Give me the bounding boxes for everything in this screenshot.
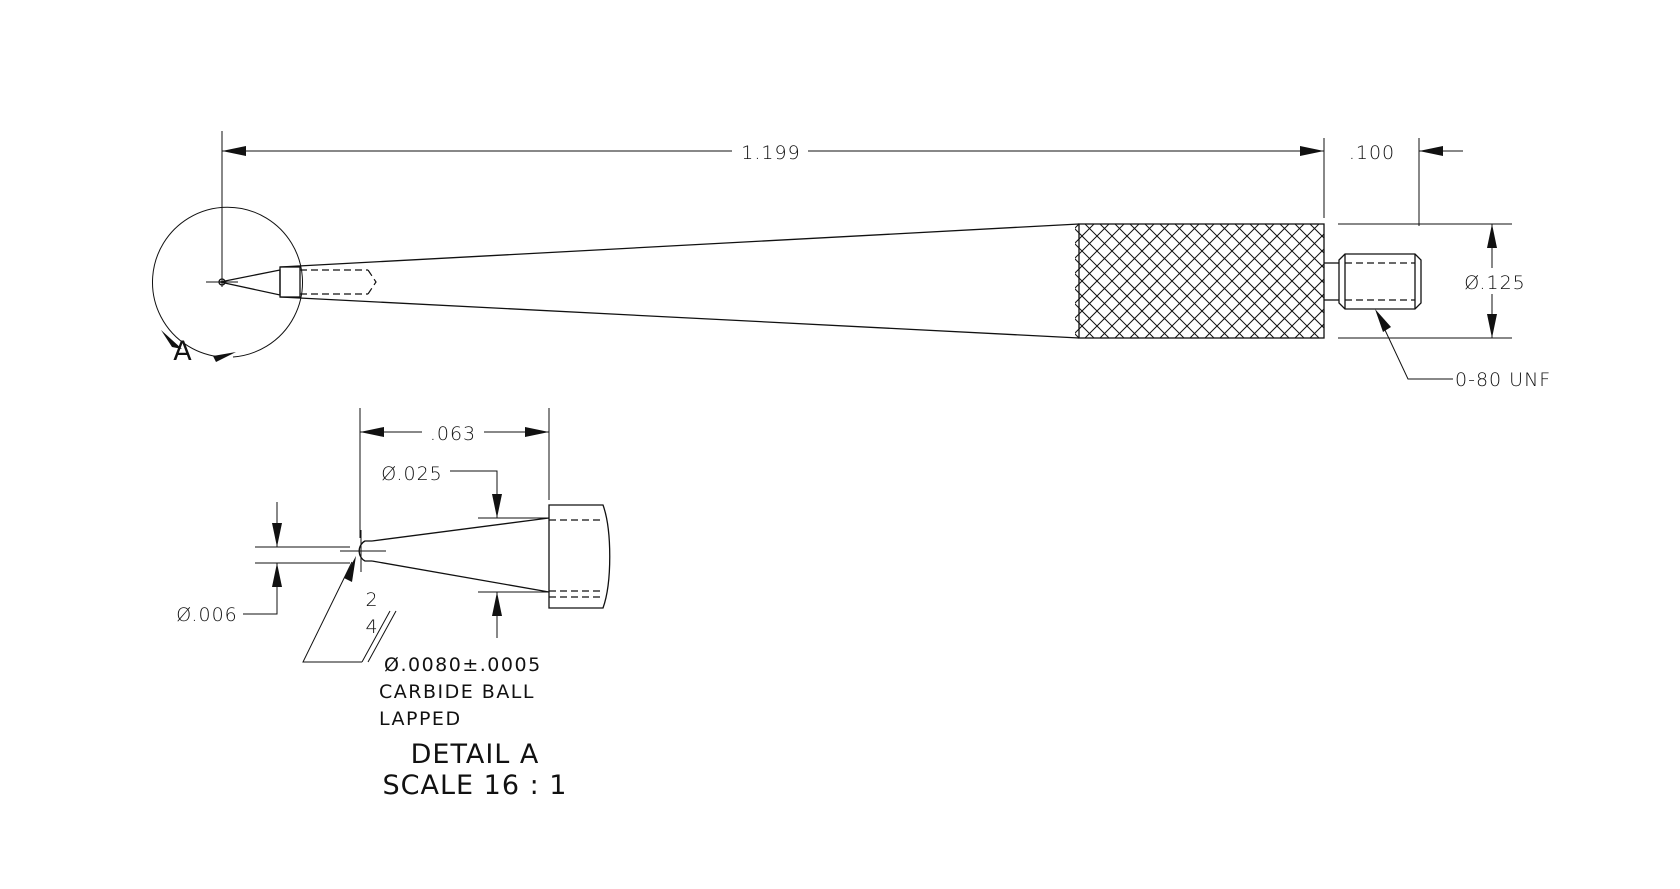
- knurl-line: [1075, 303, 1110, 338]
- ball-spec-text: Ø.0080±.0005: [384, 654, 542, 676]
- detail-arrow-left: [161, 330, 182, 349]
- taper-bottom: [279, 296, 1080, 339]
- dim-arrow-thread-right: [1419, 146, 1443, 156]
- finish-stroke-2: [367, 610, 397, 663]
- dim-tip-diameter-text: Ø.025: [381, 463, 443, 485]
- knurl-line: [1075, 333, 1080, 338]
- knurl-line: [1075, 223, 1140, 289]
- knurl-line: [1340, 224, 1454, 338]
- knurl-line: [1129, 223, 1245, 338]
- dimension-overall-length: 1.199: [222, 138, 1325, 218]
- knurl-line: [1340, 224, 1454, 338]
- knurl-line: [1264, 278, 1324, 338]
- knurl-line: [1075, 223, 1185, 334]
- dim-tip-length-text: .063: [430, 423, 476, 445]
- main-view: A 1.: [152, 131, 1551, 391]
- knurl-line: [1219, 233, 1324, 338]
- dim-arrow-top-d: [492, 494, 502, 518]
- knurl-line: [1075, 223, 1155, 304]
- cone-top: [371, 517, 550, 542]
- taper-top: [279, 223, 1080, 268]
- knurl-line: [1355, 224, 1469, 338]
- dim-knurl-diameter-text: Ø.125: [1464, 272, 1526, 294]
- dimension-tip-length: .063: [359, 408, 550, 538]
- note-number-bottom: 4: [365, 616, 378, 638]
- detail-view: .063 Ø.025 Ø.006 2: [176, 408, 611, 801]
- hidden-bore-tip: [367, 269, 377, 295]
- dimension-tip-diameter: Ø.025: [381, 463, 549, 638]
- dim-arrow-bottom: [1487, 314, 1497, 338]
- dim-arrow-a: [360, 427, 384, 437]
- knurl-line: [1249, 263, 1324, 338]
- knurl-line: [1114, 223, 1230, 338]
- knurl-outline: [1078, 223, 1325, 339]
- dim-arrow-b: [525, 427, 549, 437]
- knurl-line: [1279, 223, 1324, 269]
- dim-leader-b: [243, 563, 278, 615]
- dim-thread-length-text: .100: [1349, 142, 1395, 164]
- detail-a-callout: A: [152, 206, 303, 367]
- insert-sleeve: [279, 266, 301, 298]
- ball-finish-text: LAPPED: [379, 708, 462, 730]
- finish-symbol: [302, 561, 362, 663]
- detail-arrow-right: [213, 352, 236, 362]
- knurl-line: [1159, 223, 1275, 338]
- knurl-hatch: [1075, 223, 1469, 338]
- knurl-line: [1309, 323, 1324, 338]
- knurl-line: [1234, 248, 1324, 338]
- dim-arrow-top: [1487, 224, 1497, 248]
- knurl-line: [1075, 223, 1080, 229]
- dim-leader-top: [450, 470, 498, 518]
- dim-ball-offset-text: Ø.006: [176, 604, 238, 626]
- knurl-line: [1075, 223, 1125, 274]
- knurl-line: [1075, 223, 1170, 319]
- knurl-line: [1309, 223, 1324, 239]
- knurl-line: [1144, 223, 1260, 338]
- note-number-top: 2: [365, 589, 378, 611]
- dim-overall-length-text: 1.199: [741, 142, 800, 164]
- thread-leader-line: [1376, 312, 1453, 380]
- knurl-line: [1279, 293, 1324, 338]
- finish-stroke-1: [361, 610, 391, 663]
- ball-material-text: CARBIDE BALL: [379, 681, 535, 703]
- thread-leader-arrow: [1375, 309, 1391, 332]
- knurl-line: [1294, 223, 1324, 254]
- shank-end: [548, 504, 611, 609]
- thread-body: [1338, 253, 1422, 310]
- knurl-line: [1294, 308, 1324, 338]
- knurled-section: [1075, 223, 1469, 339]
- ball-note: 2 4 Ø.0080±.0005 CARBIDE BALL LAPPED: [302, 556, 542, 730]
- ball-leader-arrow: [344, 556, 356, 582]
- knurl-line: [1355, 224, 1469, 338]
- dimension-thread-length: .100: [1290, 138, 1463, 226]
- dim-arrow-left: [222, 146, 246, 156]
- dimension-knurl-diameter: Ø.125: [1338, 223, 1526, 339]
- knurl-line: [1075, 223, 1110, 259]
- dim-arrow-top-b: [272, 523, 282, 547]
- knurl-line: [1099, 223, 1215, 338]
- thread-callout-text: 0-80 UNF: [1455, 369, 1551, 391]
- detail-circle: [152, 206, 303, 358]
- dim-arrow-bottom-d: [492, 592, 502, 616]
- knurl-line: [1174, 223, 1290, 338]
- knurl-line: [1075, 288, 1125, 338]
- cone-bottom: [371, 560, 550, 593]
- detail-title: DETAIL A: [411, 739, 540, 770]
- detail-scale: SCALE 16 : 1: [383, 770, 568, 801]
- detail-letter: A: [173, 336, 192, 367]
- dimension-ball-offset: Ø.006: [176, 502, 350, 626]
- tip-ball: [218, 278, 226, 286]
- knurl-line: [1084, 223, 1200, 338]
- dim-arrow-bottom-b: [272, 563, 282, 587]
- knurl-line: [1189, 223, 1305, 338]
- knurl-line: [1204, 223, 1320, 338]
- thread-leader: 0-80 UNF: [1375, 309, 1551, 391]
